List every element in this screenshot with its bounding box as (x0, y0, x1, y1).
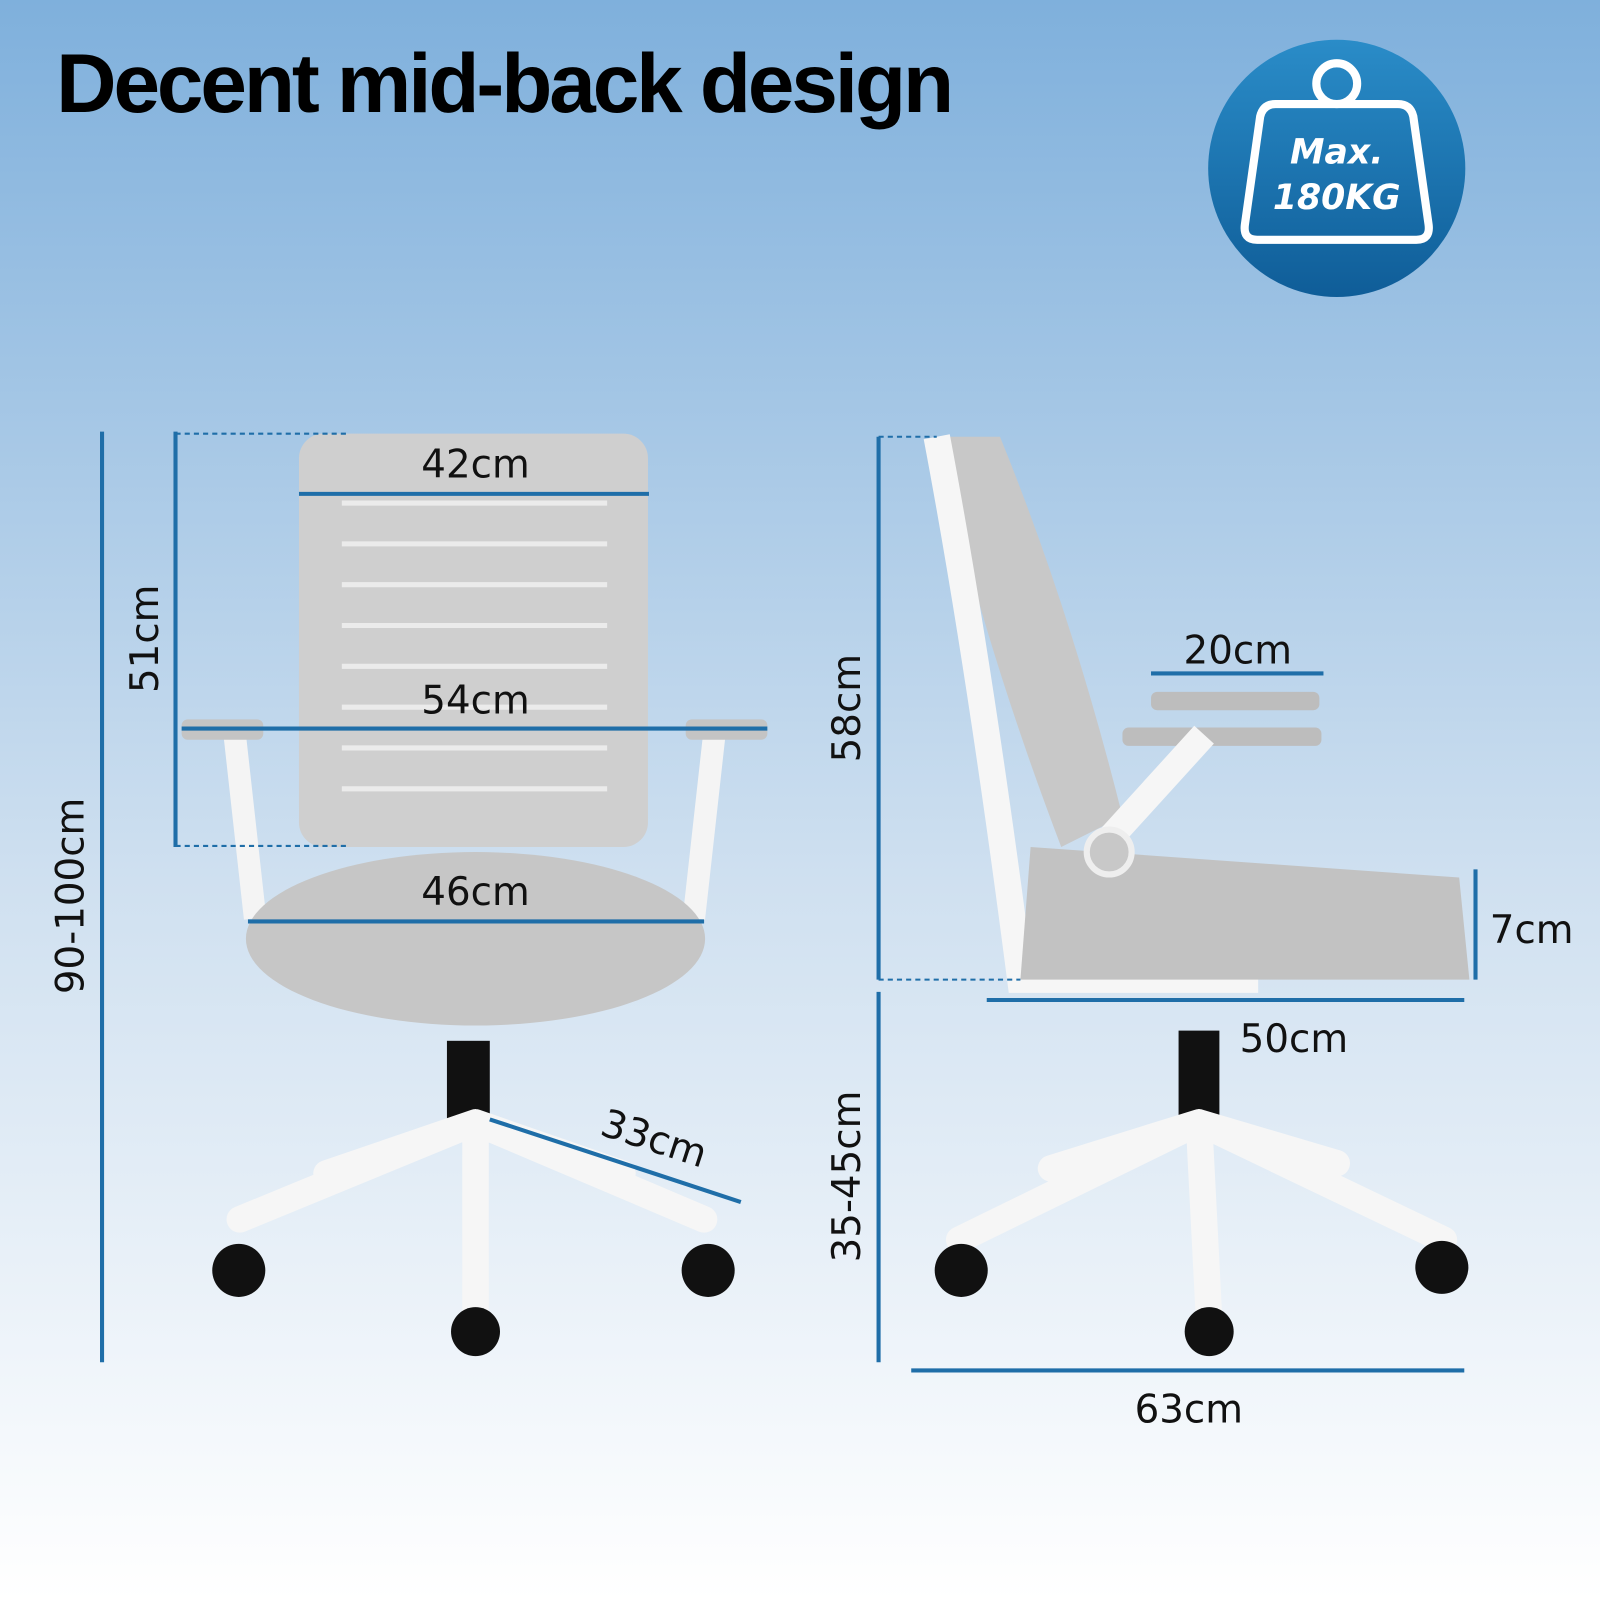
side-armrest-length-label: 20cm (1184, 628, 1292, 673)
max-weight-badge: Max. 180KG (1208, 39, 1466, 297)
badge-line2: 180KG (1273, 178, 1401, 218)
side-base-depth-label: 63cm (1135, 1387, 1243, 1432)
side-seat-thickness-label: 7cm (1490, 908, 1574, 953)
front-total-height-label: 90-100cm (49, 798, 94, 994)
side-view-chair (923, 434, 1470, 1357)
front-armrest-width-label: 54cm (421, 678, 529, 723)
front-seat-width-label: 46cm (421, 870, 529, 915)
front-backrest-height-label: 51cm (123, 585, 168, 693)
side-backrest-height-label: 58cm (825, 654, 870, 762)
front-dimension-lines (100, 431, 1478, 1373)
page-title: Decent mid-back design (56, 36, 951, 130)
front-view-chair (181, 433, 768, 1357)
side-seat-depth-label: 50cm (1240, 1017, 1348, 1062)
side-seat-height-label: 35-45cm (825, 1091, 870, 1263)
badge-line1: Max. (1290, 132, 1383, 172)
front-backrest-width-label: 42cm (421, 443, 529, 488)
weight-icon (1240, 59, 1433, 244)
